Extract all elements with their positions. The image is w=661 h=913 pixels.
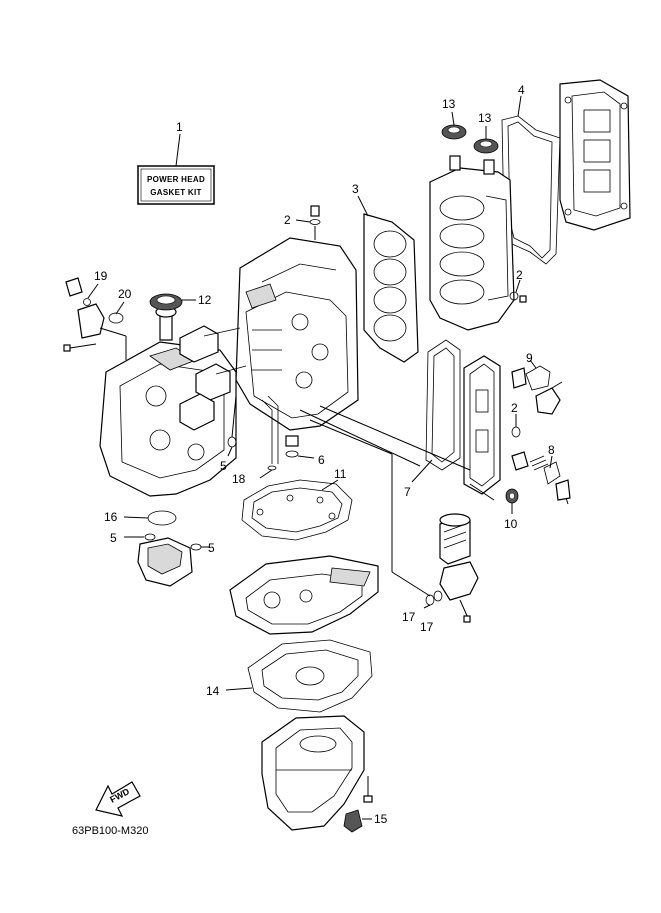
callout-8: 8 xyxy=(548,443,555,457)
exhaust-cover xyxy=(463,355,501,501)
o-ring-2-mid xyxy=(511,414,521,438)
callout-17-right: 17 xyxy=(420,620,434,634)
callout-16: 16 xyxy=(104,510,118,524)
callout-13-right: 13 xyxy=(478,111,492,125)
callout-20: 20 xyxy=(118,287,132,301)
drawing-code: 63PB100-M320 xyxy=(72,825,148,837)
cylinder-head xyxy=(429,155,515,331)
callout-labels: 1 2 2 2 3 4 5 5 5 6 7 8 9 10 11 12 13 13… xyxy=(94,83,555,826)
leader-lines xyxy=(299,405,471,597)
bolt-15 xyxy=(343,776,373,833)
callout-1: 1 xyxy=(176,120,183,134)
callout-11: 11 xyxy=(334,467,347,481)
cylinder-block xyxy=(235,237,359,431)
fwd-arrow: FWD xyxy=(95,781,141,817)
callout-5-pump-right: 5 xyxy=(208,541,215,555)
kit-label-line1: POWER HEAD xyxy=(147,175,205,184)
exhaust-cover-gasket-7 xyxy=(411,339,461,483)
callout-12: 12 xyxy=(198,293,212,307)
callout-10: 10 xyxy=(504,517,518,531)
pipe-18 xyxy=(259,395,279,479)
oil-seal-13-right xyxy=(473,126,499,154)
o-rings-17 xyxy=(423,590,443,609)
exhaust-guide xyxy=(229,555,379,635)
callout-2-head: 2 xyxy=(516,268,523,282)
callout-5-pump-left: 5 xyxy=(110,531,117,545)
callout-3: 3 xyxy=(352,182,359,196)
callout-9: 9 xyxy=(526,351,533,365)
callout-5-crankcase: 5 xyxy=(220,459,227,473)
upper-casing xyxy=(261,715,365,831)
o-ring-2-head xyxy=(509,279,527,303)
crankcase-gasket-11 xyxy=(241,479,353,541)
oil-seal-12 xyxy=(149,293,196,311)
valve-assembly-8 xyxy=(511,451,571,505)
oil-pump xyxy=(124,533,210,587)
oil-filter xyxy=(439,513,479,623)
gasket-kit-box: POWER HEAD GASKET KIT xyxy=(137,133,215,205)
callout-18: 18 xyxy=(232,472,246,486)
sensor-assembly xyxy=(63,277,127,360)
plug-6 xyxy=(285,435,315,459)
kit-label-line2: GASKET KIT xyxy=(150,188,201,197)
callout-19: 19 xyxy=(94,269,108,283)
cylinder-head-cover xyxy=(559,79,631,231)
o-ring-5-upper xyxy=(227,395,237,457)
seal-10 xyxy=(505,488,519,514)
callout-15: 15 xyxy=(374,812,388,826)
head-gasket xyxy=(357,195,419,363)
callout-13-left: 13 xyxy=(442,97,456,111)
crankshaft-assembly xyxy=(179,325,247,431)
callout-6: 6 xyxy=(318,453,325,467)
drain-bolt-top xyxy=(295,205,321,240)
oil-seal-13-left xyxy=(441,111,467,140)
callout-2-mid: 2 xyxy=(511,401,518,415)
callout-17-left: 17 xyxy=(402,610,416,624)
callout-4: 4 xyxy=(518,83,525,97)
gasket-14 xyxy=(225,639,373,713)
callout-2-top: 2 xyxy=(284,213,291,227)
callout-14: 14 xyxy=(206,684,220,698)
callout-7: 7 xyxy=(404,485,411,499)
seal-16 xyxy=(123,510,177,526)
thermostat-assembly xyxy=(511,359,563,415)
